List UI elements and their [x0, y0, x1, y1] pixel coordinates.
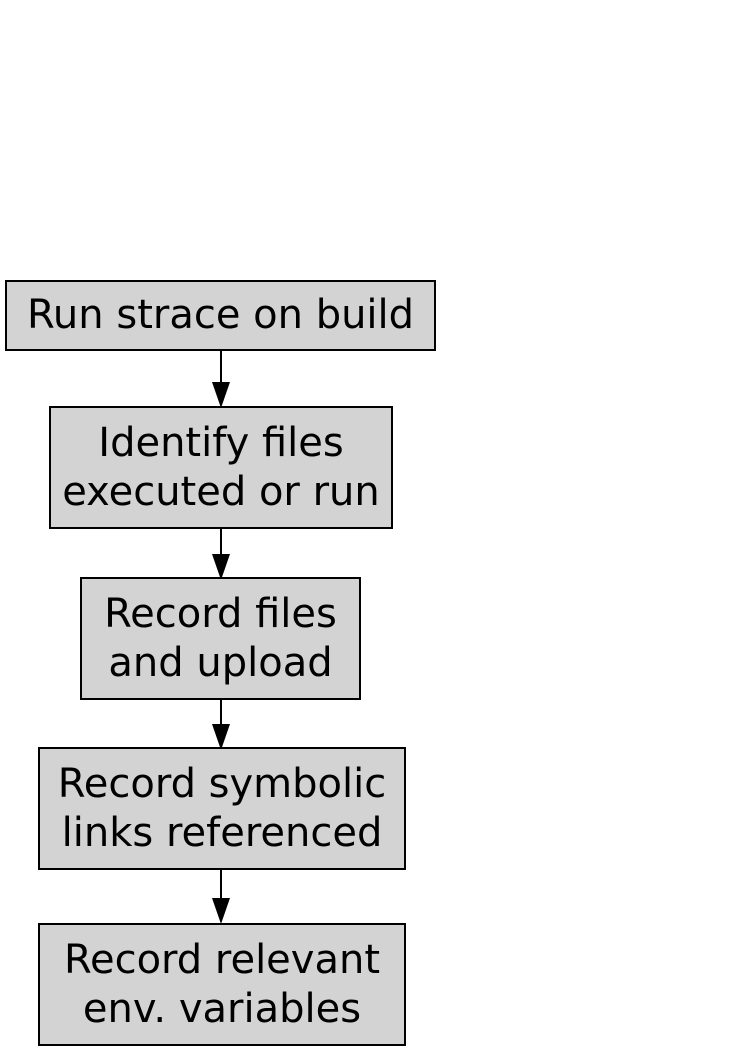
step-label-line: Record files	[104, 590, 337, 637]
step-label-line: Identify files	[98, 419, 344, 466]
step-record-env-vars-box: Record relevant env. variables	[38, 923, 406, 1046]
step-label-line: Run strace on build	[26, 292, 415, 338]
step-label-line: Record relevant	[63, 936, 381, 983]
arrow-4-to-5	[212, 870, 230, 924]
step-label-line: env. variables	[82, 985, 362, 1032]
step-record-files-box: Record files and upload	[80, 577, 361, 700]
step-label-line: and upload	[108, 639, 333, 686]
step-label-line: Record symbolic	[57, 760, 387, 807]
step-record-symlinks-box: Record symbolic links referenced	[38, 747, 406, 870]
step-run-strace-box: Run strace on build	[5, 280, 436, 351]
step-label-line: links referenced	[61, 809, 383, 856]
arrow-1-to-2	[212, 351, 230, 408]
arrow-3-to-4	[212, 700, 230, 750]
step-label-line: executed or run	[62, 468, 380, 515]
step-identify-files-box: Identify files executed or run	[49, 406, 393, 529]
arrow-2-to-3	[212, 529, 230, 580]
